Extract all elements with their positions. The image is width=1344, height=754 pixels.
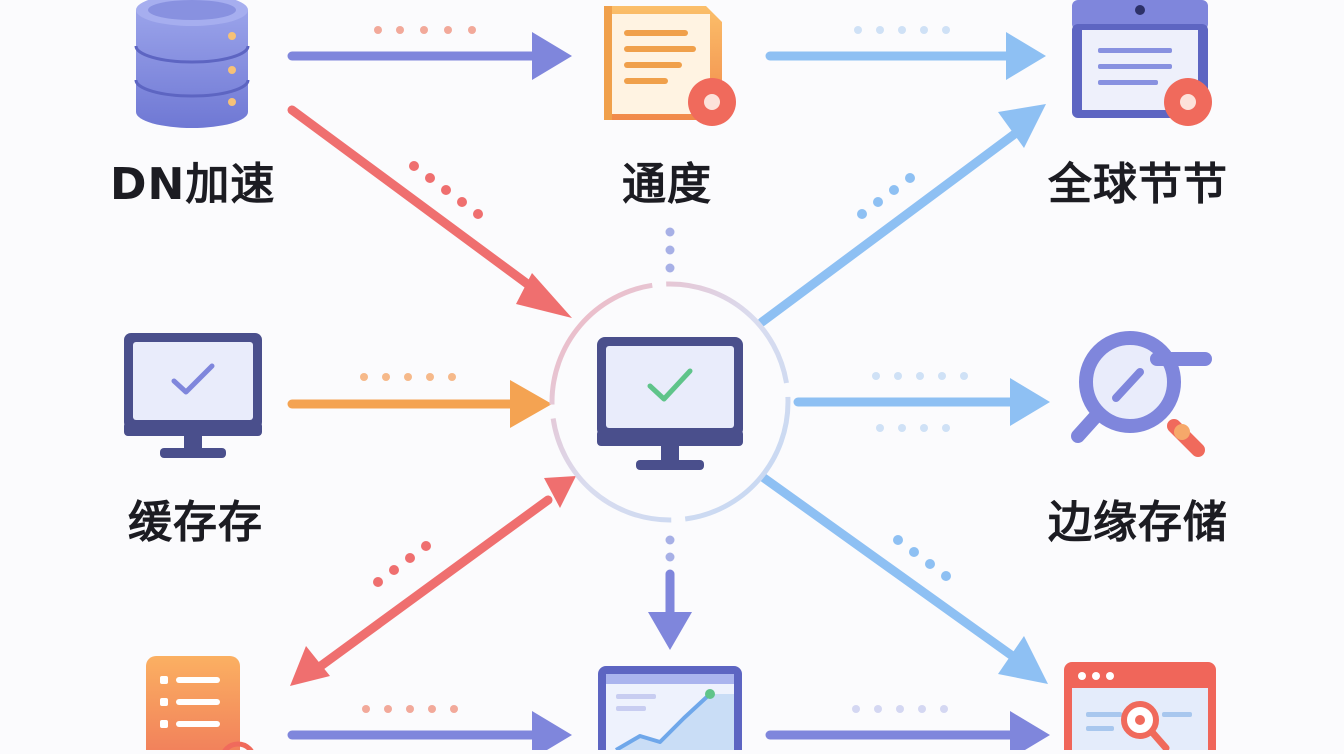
arrow-bottom-center-to-bottom-right <box>765 705 1050 754</box>
monitor-check-icon-center <box>597 337 743 470</box>
arrow-bottom-left-to-bottom-center <box>287 705 572 754</box>
label-cache: 缓存存 <box>128 497 263 548</box>
label-edge-storage: 边缘存储 <box>1048 497 1228 548</box>
arrow-center-to-bottom-center <box>648 535 692 650</box>
magnifier-icon <box>1071 331 1212 457</box>
arrow-center-to-bottom-right <box>759 473 1048 684</box>
analytics-chart-icon <box>598 666 742 754</box>
arrow-dispatch-to-global-nodes <box>765 26 1046 80</box>
dotted-dispatch-to-center <box>665 227 675 273</box>
calendar-window-icon <box>1072 0 1212 126</box>
arrow-center-to-global-nodes <box>757 104 1046 327</box>
label-global-nodes: 全球节节 <box>1048 159 1228 210</box>
label-dispatch: 通度 <box>622 159 712 210</box>
arrow-center-to-bottom-left <box>290 476 576 686</box>
monitor-check-icon-cache <box>124 333 262 458</box>
server-list-icon <box>146 656 256 754</box>
browser-search-icon <box>1064 662 1216 754</box>
arrow-cdn-to-dispatch <box>287 26 572 80</box>
document-icon <box>604 6 736 126</box>
arrow-cdn-to-center <box>287 105 572 318</box>
database-icon <box>134 0 250 128</box>
arrow-cache-to-center <box>287 373 552 428</box>
label-cdn-acceleration: DN加速 <box>110 159 276 210</box>
center-hub <box>549 281 791 523</box>
arrow-center-to-edge-storage <box>793 372 1050 432</box>
